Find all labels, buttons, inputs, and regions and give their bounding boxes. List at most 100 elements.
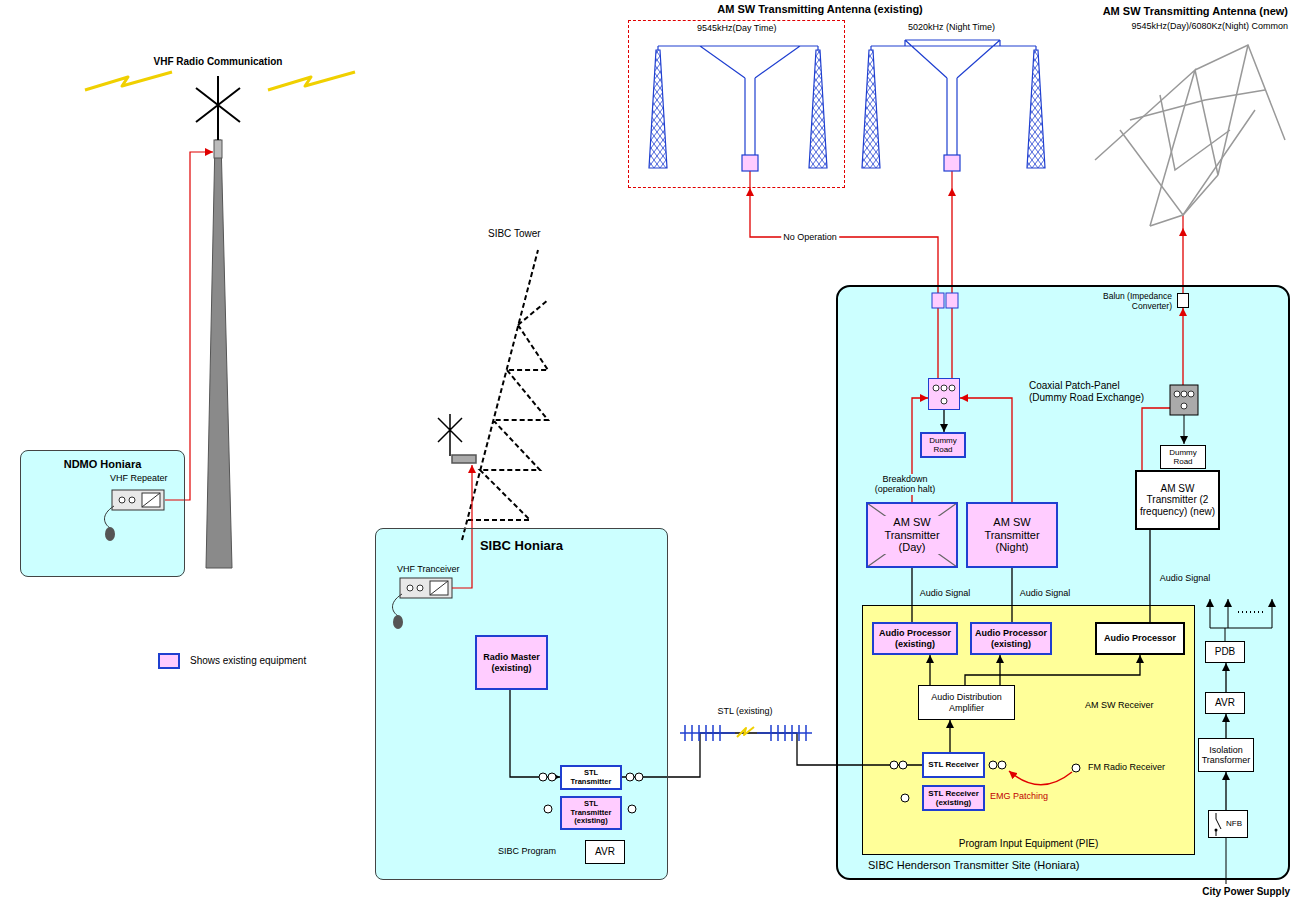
node-label: Dummy Road <box>924 436 962 454</box>
new-antenna <box>1095 45 1285 226</box>
coax-connector <box>1072 764 1080 772</box>
connector <box>1182 228 1183 293</box>
transmitter-box: AM SW Transmitter (Day) <box>866 502 958 568</box>
radio-set <box>430 581 448 595</box>
vhf-mast <box>196 76 240 568</box>
equipment-rack: Program Input Equipment (PIE)Audio Proce… <box>862 605 1195 855</box>
site-ground <box>20 450 185 577</box>
breakdown-mark <box>866 502 958 568</box>
node-label: Balun (Impedance Converter) <box>1072 292 1172 312</box>
legend-swatch <box>158 653 180 669</box>
antenna-symbol <box>452 455 476 463</box>
radio-set <box>105 527 115 541</box>
edge-label: Audio Signal <box>1018 588 1073 598</box>
node-label: AM SW Transmitter (2 frequency) (new) <box>1139 483 1216 518</box>
power-bus <box>1228 599 1229 628</box>
dummy-load: Dummy Road <box>920 432 966 458</box>
power-bus <box>1238 611 1264 613</box>
balun-box: Balun (Impedance Converter) <box>1177 293 1189 308</box>
connector <box>943 410 944 432</box>
patch-panel-face <box>1170 385 1198 415</box>
new-antenna <box>1120 110 1255 215</box>
connector <box>960 398 1012 502</box>
lattice-tower <box>462 250 548 540</box>
connector <box>1225 663 1226 692</box>
patch-panel: Coaxial Patch-Panel (Dummy Road Exchange… <box>928 378 960 410</box>
patch-panel-face <box>941 385 947 391</box>
breaker-symbol <box>1216 813 1221 836</box>
vhf-mast <box>196 76 240 140</box>
lightning-bolt <box>85 72 172 90</box>
power-bus <box>1210 599 1211 628</box>
annotation: City Power Supply <box>1202 886 1290 898</box>
rack-ground <box>862 605 1195 855</box>
node-label: SIBC Honiara <box>376 539 667 554</box>
radio-set <box>142 493 160 507</box>
radio-set <box>417 585 423 591</box>
node-label: Audio Distribution Amplifier <box>921 692 1012 713</box>
feedthrough <box>946 293 958 308</box>
node-label: 5020kHz (Night Time) <box>908 22 995 32</box>
radio-set <box>393 594 403 616</box>
lattice-tower <box>462 250 548 540</box>
site-box: NDMO HoniaraVHF Repeater <box>20 450 185 577</box>
breakdown-mark <box>867 503 957 567</box>
new-antenna <box>1195 45 1248 175</box>
radio-set <box>129 497 135 503</box>
breaker-symbol <box>1209 811 1247 837</box>
antenna-tower <box>649 50 667 168</box>
site-ground <box>375 528 668 880</box>
radio-set <box>112 490 164 510</box>
edge-label: Audio Signal <box>1158 573 1213 583</box>
node-label: Isolation Transformer <box>1201 745 1251 766</box>
lightning-bolt <box>85 72 754 737</box>
node-label: STL Transmitter <box>564 769 618 786</box>
connector <box>949 720 950 752</box>
coax-connector <box>890 761 898 769</box>
node-label: VHF Tranceiver <box>397 564 460 574</box>
connector <box>951 188 952 378</box>
node-label: NFB <box>1226 819 1242 828</box>
node-label: STL Receiver (existing) <box>926 789 981 807</box>
node-label: Audio Processor (existing) <box>876 628 954 649</box>
patch-panel-face <box>949 385 955 391</box>
antenna-tower <box>1027 50 1045 168</box>
connector <box>622 733 922 777</box>
antenna-tower <box>871 40 1036 155</box>
coax-connector <box>548 773 556 781</box>
equipment-box: STL Receiver (existing) <box>922 785 985 811</box>
node-label: STL Receiver <box>928 760 979 769</box>
transmitter-box: AM SW Transmitter (Night) <box>966 502 1058 568</box>
node-label: PDB <box>1215 646 1236 658</box>
node-label: AM SW Transmitting Antenna (new) <box>1103 5 1288 18</box>
breaker-symbol <box>1209 811 1247 837</box>
node-label: AM SW Transmitter (Day) <box>870 516 954 554</box>
legend-label: Shows existing equipment <box>190 655 306 667</box>
node-label: 9545kHz(Day)/6080Kz(Night) Common <box>1131 21 1288 31</box>
annotation: SIBC Program <box>498 846 556 856</box>
new-antenna <box>1160 95 1230 170</box>
radio-set <box>430 581 448 595</box>
lightning-bolt <box>268 72 355 90</box>
annotation: AM SW Receiver <box>1085 700 1154 710</box>
power-box: AVR <box>1205 692 1245 714</box>
patch-panel-face <box>1181 403 1187 409</box>
coax-connector <box>628 805 636 813</box>
node-label: Dummy Road <box>1163 448 1203 466</box>
antenna-frame: 9545kHz(Day Time) <box>628 20 845 188</box>
radio-set <box>400 578 452 598</box>
power-box: Isolation Transformer <box>1198 738 1254 772</box>
annotation: VHF Radio Communication <box>154 56 283 68</box>
coax-connector <box>998 761 1006 769</box>
patch-panel-face <box>928 378 960 410</box>
radio-set <box>393 615 403 629</box>
equipment-box: AVR <box>585 840 625 864</box>
node-label: NDMO Honiara <box>21 458 184 471</box>
connector <box>750 188 938 378</box>
equipment-box: STL Transmitter <box>560 765 622 790</box>
node-label: 9545kHz(Day Time) <box>697 23 777 33</box>
antenna-symbol <box>438 414 476 463</box>
antenna-symbol <box>438 414 462 456</box>
node-label: Radio Master (existing) <box>479 652 544 673</box>
breakdown-mark <box>866 502 958 568</box>
